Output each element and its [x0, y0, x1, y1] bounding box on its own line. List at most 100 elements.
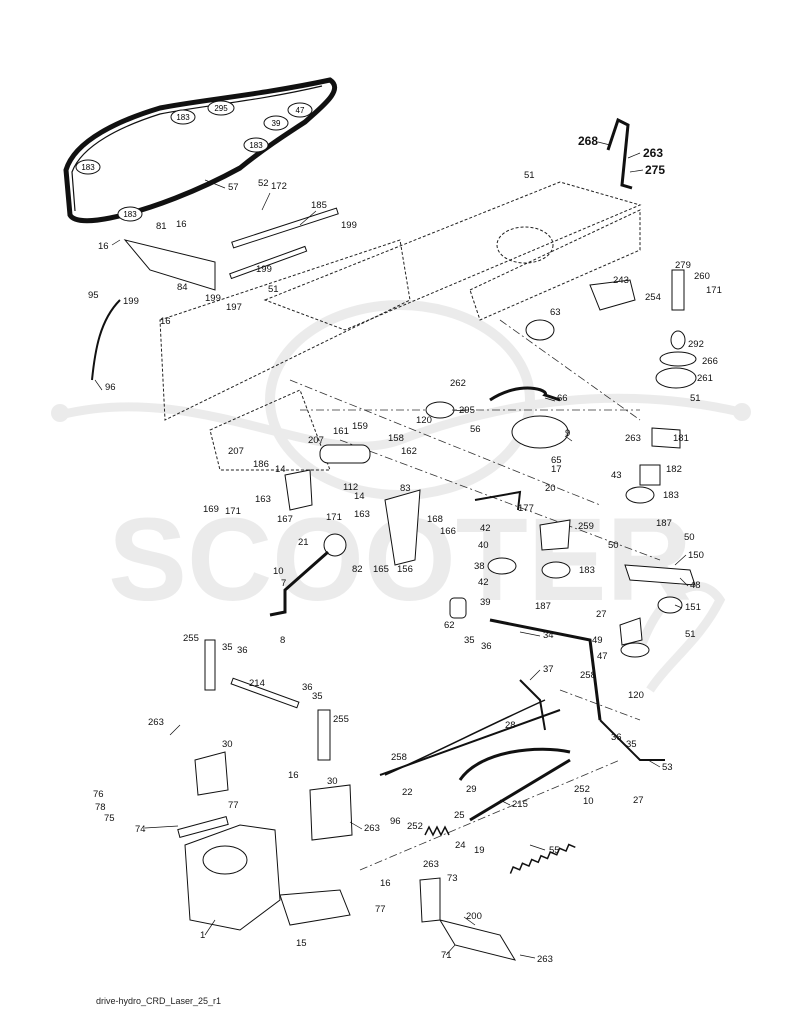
leader-lines	[94, 141, 689, 959]
pulley-183-right: 183	[243, 137, 269, 153]
callout-84: 84	[177, 282, 188, 293]
callout-266: 266	[702, 356, 718, 367]
callout-96: 96	[390, 816, 401, 827]
callout-29: 29	[466, 784, 477, 795]
callout-81: 81	[156, 221, 167, 232]
callout-169: 169	[203, 504, 219, 515]
callout-263: 263	[537, 954, 553, 965]
callout-62: 62	[444, 620, 455, 631]
plate-243	[589, 279, 636, 311]
callout-10: 10	[583, 796, 594, 807]
callout-263: 263	[423, 859, 439, 870]
callout-243: 243	[613, 275, 629, 286]
callout-199: 199	[341, 220, 357, 231]
callout-35: 35	[626, 739, 637, 750]
callout-279: 279	[675, 260, 691, 271]
callout-252: 252	[574, 784, 590, 795]
bracket-255-left	[204, 639, 216, 691]
callout-34: 34	[543, 630, 554, 641]
watermark-ring	[265, 300, 535, 500]
pulley-47: 47	[287, 102, 313, 118]
callout-183: 183	[663, 490, 679, 501]
callout-15: 15	[296, 938, 307, 949]
svg-text:39: 39	[272, 119, 281, 128]
cable-95	[91, 299, 121, 381]
pulley-261	[655, 367, 697, 389]
callout-78: 78	[95, 802, 106, 813]
rod-66	[489, 386, 561, 402]
frame-rear-plate	[209, 389, 331, 471]
bracket-182	[639, 464, 661, 486]
axle-housing	[279, 889, 351, 926]
callout-96: 96	[105, 382, 116, 393]
callout-166: 166	[440, 526, 456, 537]
callout-51: 51	[685, 629, 696, 640]
callout-57: 57	[228, 182, 239, 193]
callout-161: 161	[333, 426, 349, 437]
callout-36: 36	[302, 682, 313, 693]
pulley-183-top: 183	[170, 109, 196, 125]
callout-275: 275	[645, 163, 665, 177]
callout-258: 258	[391, 752, 407, 763]
callout-40: 40	[478, 540, 489, 551]
rod-53	[599, 719, 665, 761]
clutch-9	[511, 415, 569, 449]
assembly-guides	[289, 319, 661, 871]
callout-163: 163	[255, 494, 271, 505]
callout-16: 16	[288, 770, 299, 781]
callout-42: 42	[480, 523, 491, 534]
callout-77: 77	[375, 904, 386, 915]
callout-50: 50	[608, 540, 619, 551]
belt-inner	[71, 85, 323, 212]
bracket-259	[539, 519, 571, 551]
shaft-214	[230, 677, 300, 709]
bracket-177	[474, 490, 522, 511]
callout-163: 163	[354, 509, 370, 520]
callout-65: 65	[551, 455, 562, 466]
callout-47: 47	[597, 651, 608, 662]
callout-156: 156	[397, 564, 413, 575]
callout-77: 77	[228, 800, 239, 811]
bracket-260	[671, 269, 685, 311]
callout-186: 186	[253, 459, 269, 470]
callout-48: 48	[690, 580, 701, 591]
callout-35: 35	[222, 642, 233, 653]
callout-120: 120	[416, 415, 432, 426]
callout-151: 151	[685, 602, 701, 613]
rod-185	[231, 207, 339, 249]
callout-66: 66	[557, 393, 568, 404]
callout-51: 51	[690, 393, 701, 404]
watermark-dot-right	[733, 403, 751, 421]
rod-22	[384, 699, 546, 776]
pulley-39: 39	[263, 115, 289, 131]
svg-text:183: 183	[176, 113, 190, 122]
axle-shaft	[177, 816, 229, 838]
callout-260: 260	[694, 271, 710, 282]
callout-38: 38	[474, 561, 485, 572]
fan-hub	[202, 845, 248, 875]
callout-14: 14	[275, 464, 286, 475]
callout-158: 158	[388, 433, 404, 444]
callout-63: 63	[550, 307, 561, 318]
callout-295: 295	[459, 405, 475, 416]
bracket-181	[651, 427, 681, 449]
callout-168: 168	[427, 514, 443, 525]
callout-172: 172	[271, 181, 287, 192]
callout-19: 19	[474, 845, 485, 856]
callout-159: 159	[352, 421, 368, 432]
rod-199	[229, 245, 308, 280]
knob-21	[323, 533, 347, 557]
callout-252: 252	[407, 821, 423, 832]
frame-side-right	[469, 209, 641, 321]
callout-52: 52	[258, 178, 269, 189]
callout-76: 76	[93, 789, 104, 800]
callout-39: 39	[480, 597, 491, 608]
callout-171: 171	[225, 506, 241, 517]
callout-14: 14	[354, 491, 365, 502]
callout-207: 207	[308, 435, 324, 446]
bracket-73	[419, 877, 441, 923]
pulley-183-left: 183	[75, 159, 101, 175]
callout-215: 215	[512, 799, 528, 810]
callout-258: 258	[580, 670, 596, 681]
